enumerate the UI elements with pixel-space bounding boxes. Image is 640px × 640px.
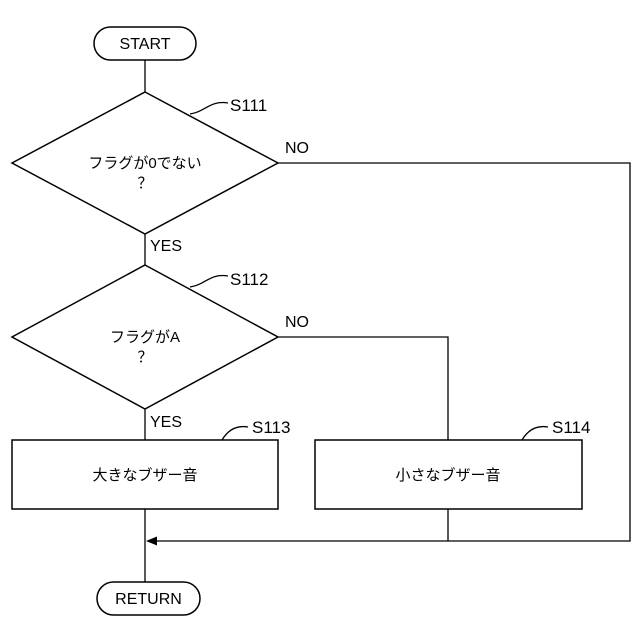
decision-s111-question: フラグが0でない: [88, 155, 201, 172]
s114-leader: [522, 427, 548, 440]
connector-s112-no: [278, 337, 448, 440]
s111-leader: [190, 103, 228, 114]
s112-yes-label: YES: [150, 414, 182, 431]
process-s114-label: 小さなブザー音: [395, 466, 500, 484]
process-s113-label: 大きなブザー音: [92, 466, 197, 484]
step-s112: S112: [230, 270, 268, 289]
step-s111: S111: [230, 96, 267, 115]
s113-leader: [222, 427, 248, 440]
s111-yes-label: YES: [150, 238, 182, 255]
step-s113: S113: [252, 418, 290, 437]
return-terminal: RETURN: [97, 582, 200, 615]
s112-leader: [190, 276, 228, 287]
decision-s112-question: フラグがA: [110, 329, 180, 346]
s111-no-label: NO: [285, 140, 309, 157]
decision-s111-mark: ？: [137, 175, 152, 192]
decision-s112-mark: ？: [137, 349, 152, 366]
s112-no-label: NO: [285, 314, 309, 331]
process-s114: 小さなブザー音: [315, 440, 582, 509]
start-terminal: START: [94, 27, 196, 60]
step-s114: S114: [552, 418, 590, 437]
return-label: RETURN: [115, 591, 182, 608]
process-s113: 大きなブザー音: [12, 440, 278, 509]
start-label: START: [120, 36, 171, 53]
merge-arrowhead: [146, 537, 157, 546]
